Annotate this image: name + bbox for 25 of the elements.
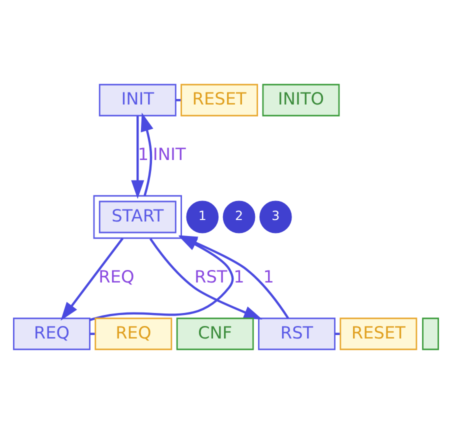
connector: [90, 332, 95, 335]
node-box: INITO: [262, 84, 340, 116]
label: 1: [198, 208, 206, 224]
edge-label: 1: [234, 266, 244, 287]
node-box: RESET: [340, 318, 418, 350]
arrow: [131, 116, 144, 199]
edge-label: 1: [263, 266, 274, 287]
node-box: REQ: [13, 318, 90, 350]
edge-label: REQ: [98, 266, 134, 287]
node-box: RST: [258, 318, 336, 350]
node-box: START: [93, 195, 182, 239]
node-box: REQ: [94, 318, 172, 350]
arrow: [149, 238, 262, 320]
label: 3: [272, 208, 280, 224]
edge-label: 1: [138, 144, 149, 164]
edge-label: INIT: [152, 144, 186, 164]
label: 2: [234, 208, 244, 224]
arrow: [60, 238, 124, 321]
node-box: INIT: [98, 84, 176, 116]
connector: [335, 332, 340, 335]
node-box: CNF: [176, 318, 254, 350]
edge-label: RST: [194, 266, 228, 287]
node-box: [422, 318, 439, 350]
node-box: RESET: [180, 84, 258, 116]
arrow: [140, 112, 154, 196]
